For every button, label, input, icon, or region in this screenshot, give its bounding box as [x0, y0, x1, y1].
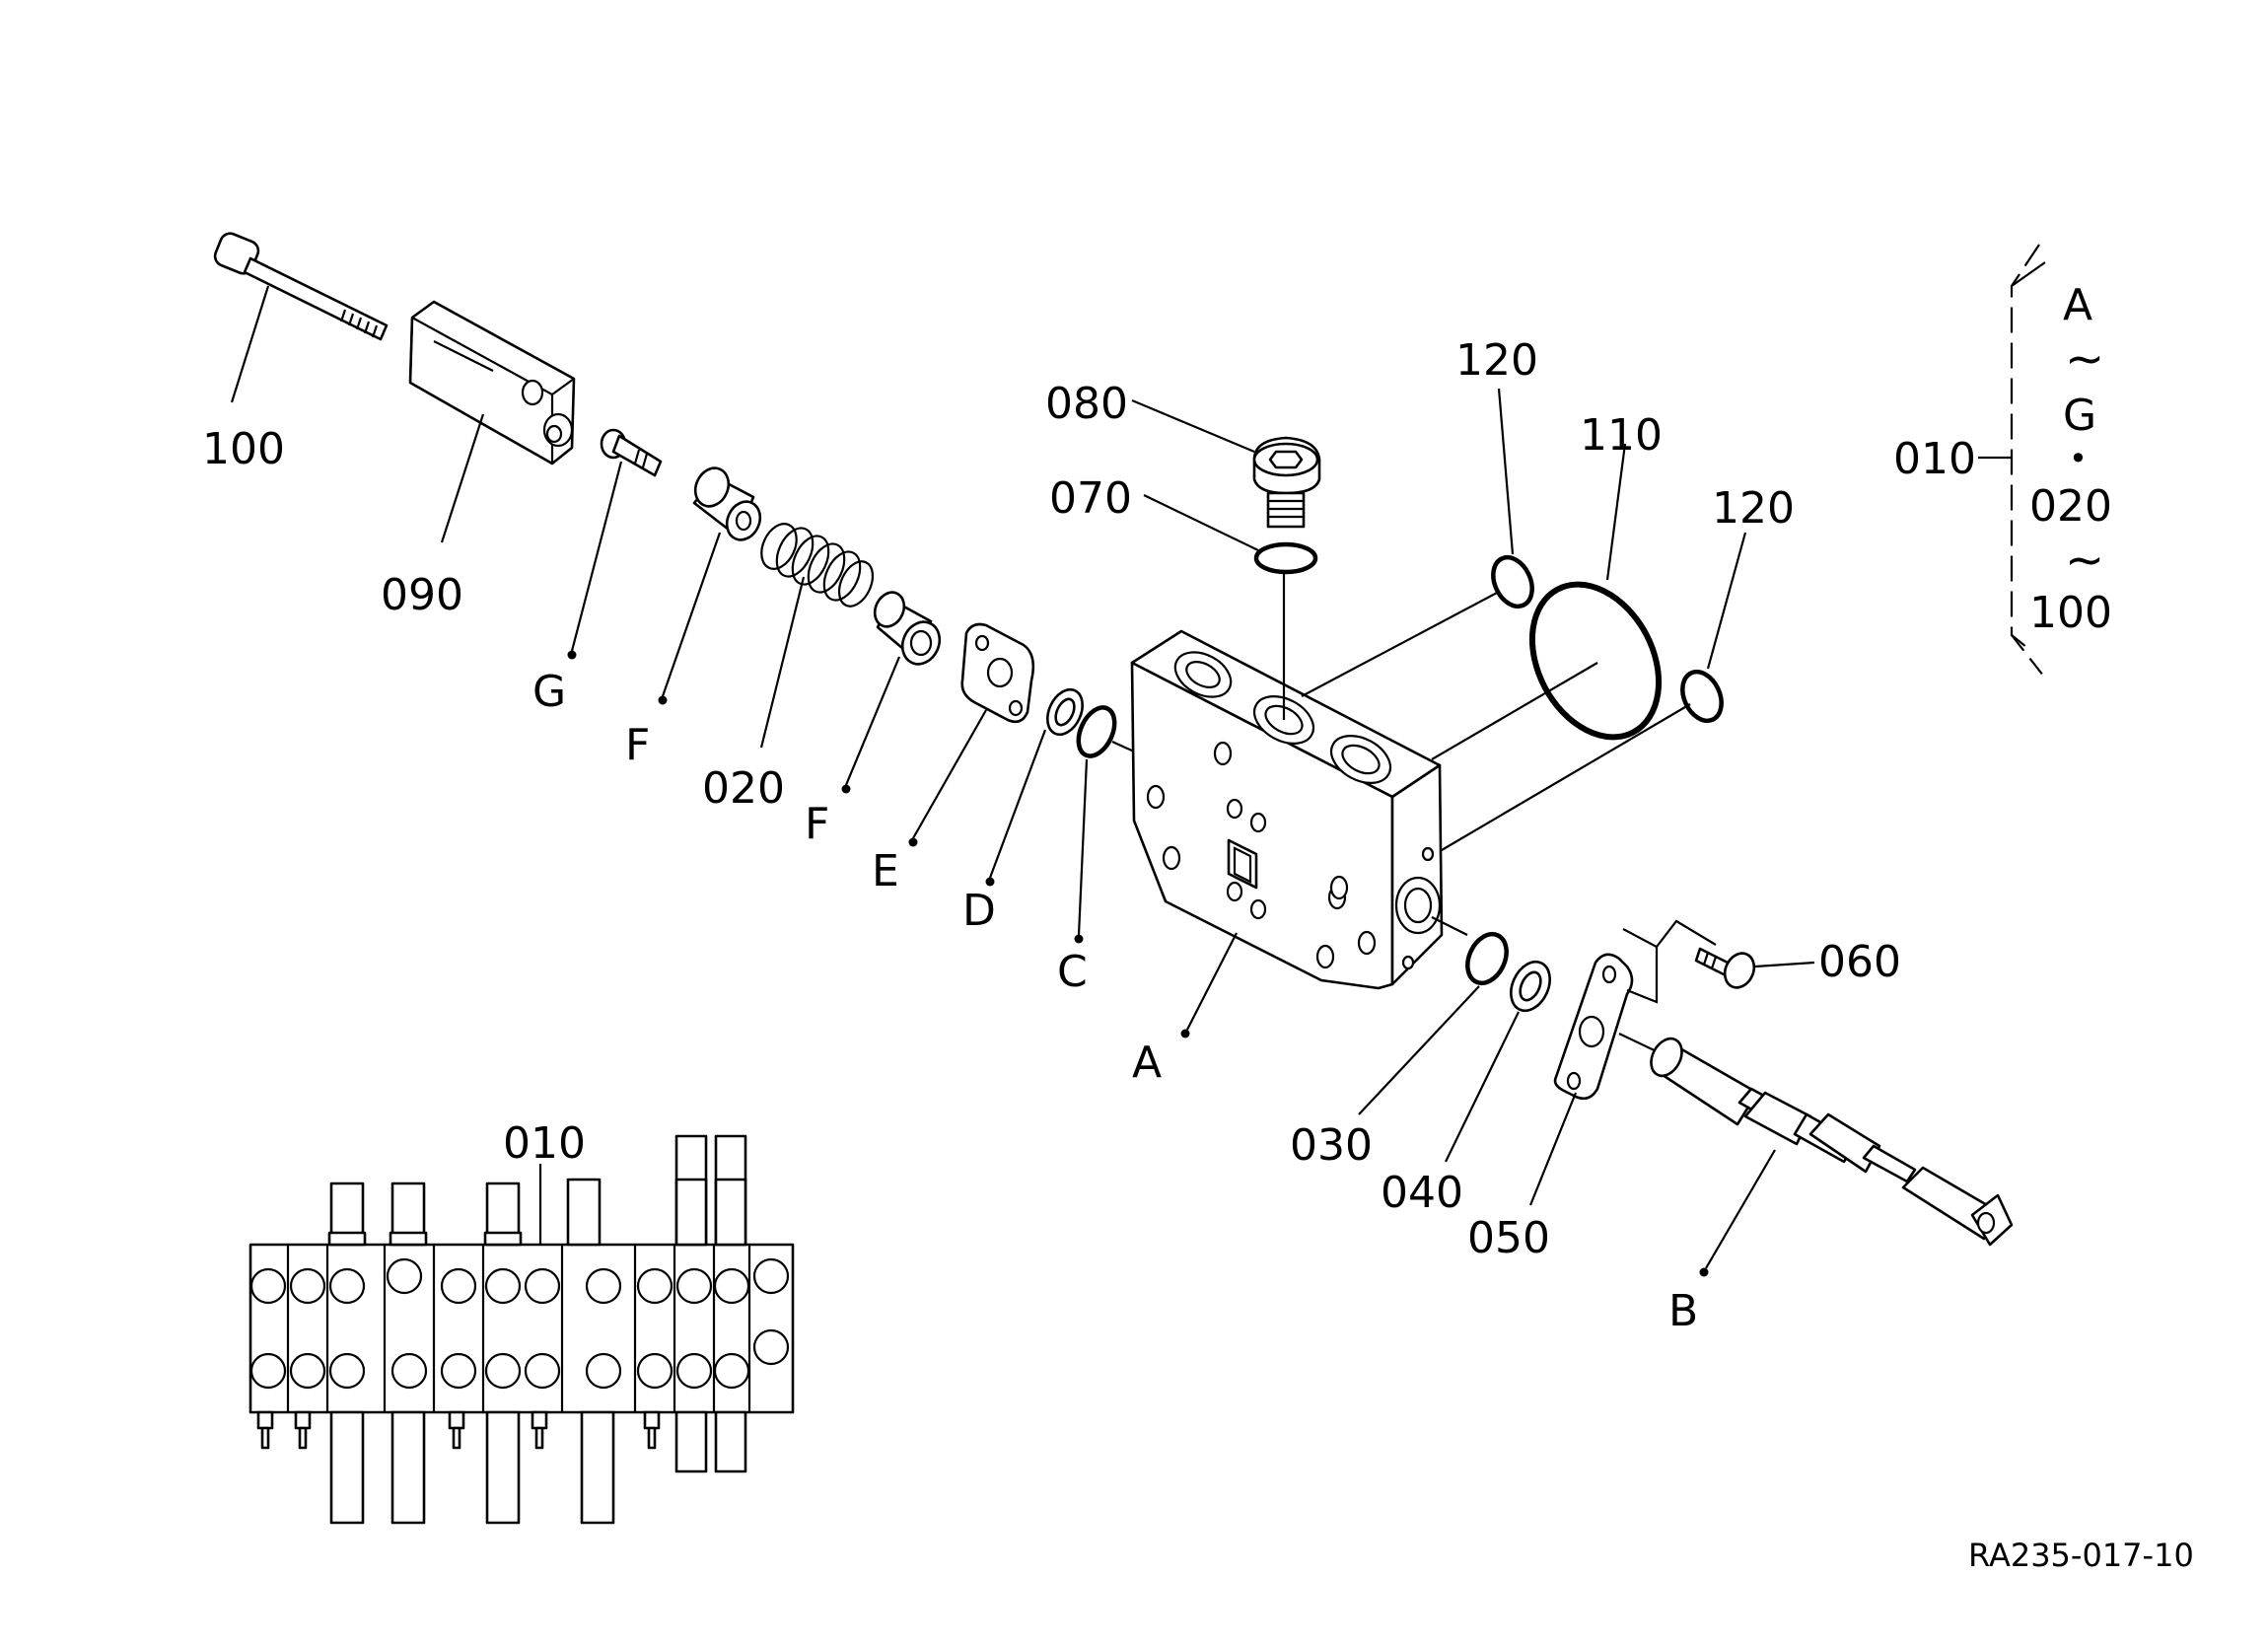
callout-100: 100	[202, 424, 285, 474]
callout-090: 090	[381, 570, 463, 620]
callout-060: 060	[1818, 937, 1901, 987]
legend-010-label: 010	[1893, 434, 1976, 484]
part-030-oring	[1358, 916, 1509, 1115]
callout-030: 030	[1290, 1120, 1373, 1171]
callout-A: A	[1132, 1038, 1162, 1088]
part-060-screw	[1656, 919, 1815, 989]
legend-line-020: 020	[2029, 481, 2112, 532]
legend-tilde-2: ~	[2065, 533, 2104, 588]
part-080-plug	[1131, 398, 1321, 529]
figure-reference-code: RA235-017-10	[1968, 1537, 2194, 1574]
callout-010-assembly: 010	[503, 1118, 586, 1169]
assembly-legend: 010 A ~ G • 020 ~ 100	[1893, 244, 2112, 681]
legend-line-100: 100	[2029, 588, 2112, 638]
legend-tilde-1: ~	[2065, 331, 2104, 387]
callout-labels: 100 090 G F 020 F E D C A 080 070 120 11…	[202, 335, 1901, 1336]
part-F-sleeve-1	[658, 466, 762, 705]
callout-B: B	[1668, 1286, 1698, 1336]
legend-line-G: G	[2063, 391, 2096, 441]
valve-stack-overview: 010	[248, 1118, 795, 1525]
callout-E: E	[872, 846, 899, 896]
callout-040: 040	[1381, 1168, 1463, 1218]
part-F-sleeve-2	[841, 591, 942, 794]
callout-F-2: F	[805, 799, 829, 849]
part-100-bolt	[213, 232, 389, 403]
callout-080: 080	[1045, 379, 1128, 429]
part-020-spring	[759, 523, 875, 749]
callout-070: 070	[1049, 473, 1132, 524]
part-050-flange	[1528, 928, 1666, 1206]
part-120-oring-a	[1301, 388, 1534, 697]
callout-120-b: 120	[1712, 483, 1795, 534]
part-A-valve-body	[1130, 629, 1444, 1038]
part-C-oring	[1074, 705, 1117, 944]
callout-F-1: F	[625, 720, 650, 770]
part-090-block	[408, 300, 576, 543]
part-040-washer	[1445, 960, 1551, 1163]
part-B-spool	[1650, 1037, 2014, 1277]
part-D-washer	[985, 687, 1084, 887]
part-110-oring-large	[1431, 443, 1663, 760]
part-120-oring-b	[1441, 532, 1747, 851]
callout-050: 050	[1467, 1213, 1550, 1263]
part-070-oring	[1143, 494, 1318, 720]
part-E-flange	[908, 622, 1035, 847]
callout-C: C	[1057, 947, 1088, 997]
legend-dot: •	[2069, 440, 2088, 477]
callout-020: 020	[702, 763, 785, 814]
callout-G: G	[532, 667, 566, 717]
callout-D: D	[962, 886, 996, 936]
callout-110: 110	[1580, 410, 1663, 461]
legend-line-A: A	[2063, 280, 2092, 330]
callout-120-a: 120	[1455, 335, 1538, 386]
part-G-screw	[567, 428, 663, 660]
